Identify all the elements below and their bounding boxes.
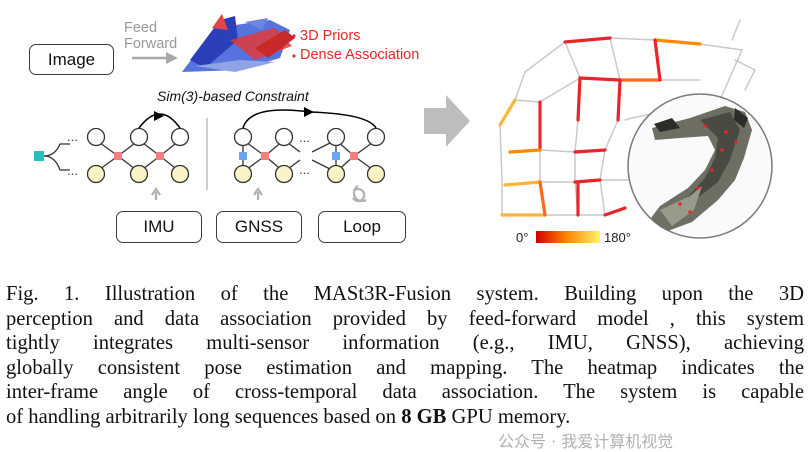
legend-max-label: 180° [604, 230, 631, 245]
ellipsis-4: ... [299, 162, 310, 177]
feed-forward-label: Feed Forward [124, 20, 177, 52]
figure-caption: Fig. 1. Illustration of the MASt3R-Fusio… [6, 282, 804, 430]
gnss-up-arrow [253, 187, 263, 200]
loop-icon [352, 185, 367, 203]
legend-min-label: 0° [516, 230, 529, 245]
caption-text: GPU memory. [446, 405, 571, 428]
ellipsis-2: ... [67, 163, 78, 178]
priors-3d-label: 3D Priors [300, 28, 361, 44]
process-arrow [424, 95, 470, 147]
caption-line: globally consistent pose estimation and … [6, 356, 804, 381]
constraint-title: Sim(3)-based Constraint [157, 88, 309, 104]
imu-up-arrow [151, 187, 161, 200]
caption-text: inter-frame angle of cross-temporal data… [6, 381, 804, 404]
ellipsis-3: ... [299, 130, 310, 145]
caption-line: tightly integrates multi-sensor informat… [6, 331, 804, 356]
priors-label: 3D Priors Dense Association [300, 27, 419, 65]
heatmap-colorbar [536, 231, 600, 243]
loop-box: Loop [318, 211, 406, 243]
ellipsis-1: ... [67, 129, 78, 144]
caption-line: Fig. 1. Illustration of the MASt3R-Fusio… [6, 282, 804, 307]
watermark-text: 公众号 · 我爱计算机视觉 [498, 432, 674, 451]
feed-forward-line-2: Forward [124, 36, 178, 52]
caption-text: tightly integrates multi-sensor informat… [6, 332, 804, 355]
caption-line: inter-frame angle of cross-temporal data… [6, 380, 804, 405]
image-box: Image [29, 44, 114, 75]
point-cloud-image [182, 14, 295, 72]
trajectory-map [498, 19, 757, 217]
caption-line: perception and data association provided… [6, 307, 804, 332]
feed-forward-line-1: Feed [124, 20, 158, 36]
figure-graphic [34, 14, 773, 243]
gnss-factor [239, 152, 247, 160]
imu-box: IMU [116, 211, 202, 243]
caption-bold-text: 8 GB [401, 405, 447, 428]
zoom-point-cloud [648, 106, 752, 232]
caption-text: perception and data association provided… [6, 307, 804, 330]
gnss-box: GNSS [216, 211, 302, 243]
caption-text: Fig. 1. Illustration of the MASt3R-Fusio… [6, 283, 804, 305]
caption-text: of handling arbitrarily long sequences b… [6, 405, 402, 428]
caption-line: of handling arbitrarily long sequences b… [6, 405, 804, 430]
factor-graph-left [34, 111, 190, 184]
dense-association-label: Dense Association [300, 47, 420, 63]
imu-factor [34, 151, 44, 161]
factor-graph-right [233, 107, 386, 184]
caption-text: globally consistent pose estimation and … [6, 356, 804, 379]
figure: Image Feed Forward 3D Priors Dense Assoc… [29, 14, 773, 245]
